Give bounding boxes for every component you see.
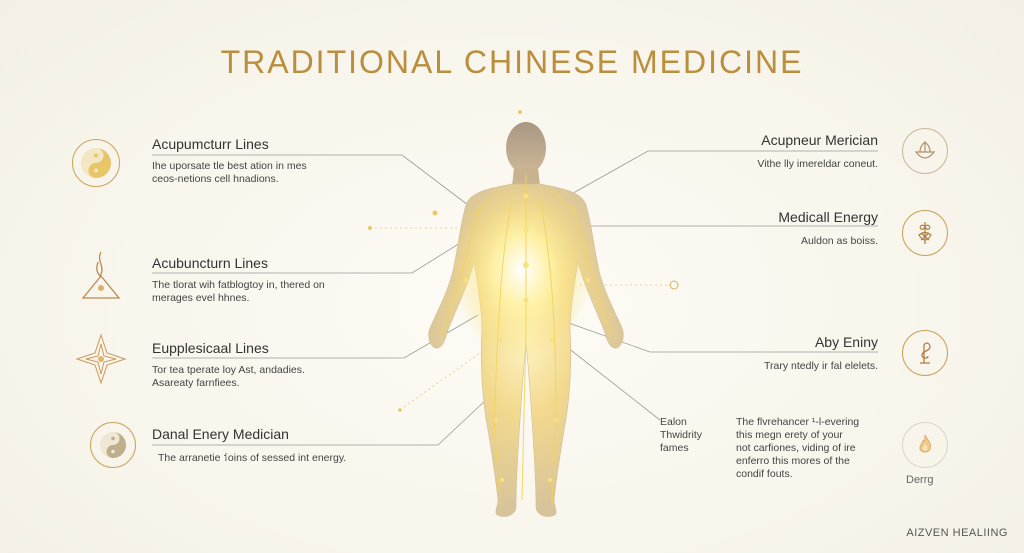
right-item-2-heading: Medicall Energy (778, 209, 878, 225)
connector-left-1 (152, 154, 473, 209)
bottom-right-note: The flvrehancer ¹-l‑evering this megn er… (736, 416, 886, 481)
center-note-line-2: Thwidrity (660, 429, 703, 441)
herb-bowl-icon (902, 128, 948, 174)
connector-left-3 (152, 314, 479, 359)
root-plant-icon (902, 210, 948, 256)
connector-left-4 (152, 397, 489, 446)
page-title: TRADITIONAL CHINESE MEDICINE (220, 44, 804, 80)
bottom-right-note-line-2: this megn erety of your (736, 429, 843, 441)
yin-yang-icon (72, 139, 120, 187)
connector-right-3 (565, 321, 878, 353)
left-item-3-line-1: Tor tea tperate loy Ast, andadies. (152, 364, 305, 376)
right-item-1: Acupneur Merician Vithe lly imereldar co… (660, 132, 878, 171)
connector-right-4 (557, 339, 661, 421)
bottom-right-note-line-1: The flvrehancer ¹-l‑evering (736, 416, 860, 428)
center-note-line-3: fames (660, 442, 689, 454)
left-item-4: Danal Enery Medician The arranetie ⸶oins… (152, 426, 442, 465)
right-item-1-line-1: Vithe lly imereldar coneut. (757, 158, 878, 170)
left-item-3-heading: Eupplesicaal Lines (152, 340, 269, 356)
right-item-3: Aby Eniny Trary ntedly ir fal elelets. (660, 334, 878, 373)
right-item-2: Medicall Energy Auldon as boiss. (660, 209, 878, 248)
left-item-2-line-2: merages evel hhnes. (152, 292, 250, 304)
center-note-line-1: Ealon (660, 416, 687, 428)
meridian-lines (439, 175, 613, 506)
left-item-4-heading: Danal Enery Medician (152, 426, 289, 442)
lotus-star-icon (74, 332, 128, 391)
bottom-right-note-line-3: not carfiones, viding of ire (736, 442, 856, 454)
figure-head (506, 122, 546, 174)
left-item-2-line-1: The tlorat wih fatblogtoy in, thered on (152, 279, 325, 291)
corner-label: Derrg (906, 474, 934, 486)
flame-icon (902, 422, 948, 468)
left-item-1-heading: Acupumcturr Lines (152, 136, 269, 152)
left-item-4-line-1: The arranetie ⸶oins of sessed int energy… (158, 452, 347, 464)
left-item-3: Eupplesicaal Lines Tor tea tperate loy A… (152, 340, 412, 390)
energy-core-glow (452, 180, 592, 360)
left-item-3-line-2: Asareaty farnfiees. (152, 377, 240, 389)
flame-triangle-icon (80, 248, 122, 309)
right-item-2-line-1: Auldon as boiss. (800, 235, 878, 247)
connector-left-2 (152, 237, 469, 274)
brand-label: AIZVEN HEALIING (906, 527, 1008, 539)
bottom-right-note-line-4: enferro this mores of the (736, 455, 850, 467)
yin-yang-small-icon (90, 422, 136, 468)
center-note: Ealon Thwidrity fames (660, 416, 730, 455)
right-item-3-line-1: Trary ntedly ir fal elelets. (764, 360, 878, 372)
bottom-right-note-line-5: condif fouts. (736, 468, 793, 480)
connector-right-1 (567, 150, 878, 197)
left-item-1-line-1: Ihe uporsate tle best ation in mes (152, 160, 307, 172)
left-item-2-heading: Acubuncturn Lines (152, 255, 268, 271)
left-item-2: Acubuncturn Lines The tlorat wih fatblog… (152, 255, 412, 305)
right-item-1-heading: Acupneur Merician (761, 132, 878, 148)
right-item-3-heading: Aby Eniny (814, 334, 878, 350)
left-item-1-line-2: ceos-netions cell hnadions. (152, 173, 279, 185)
left-item-1: Acupumcturr Lines Ihe uporsate tle best … (152, 136, 412, 186)
spiral-symbol-icon (902, 330, 948, 376)
acupoints (464, 193, 590, 482)
